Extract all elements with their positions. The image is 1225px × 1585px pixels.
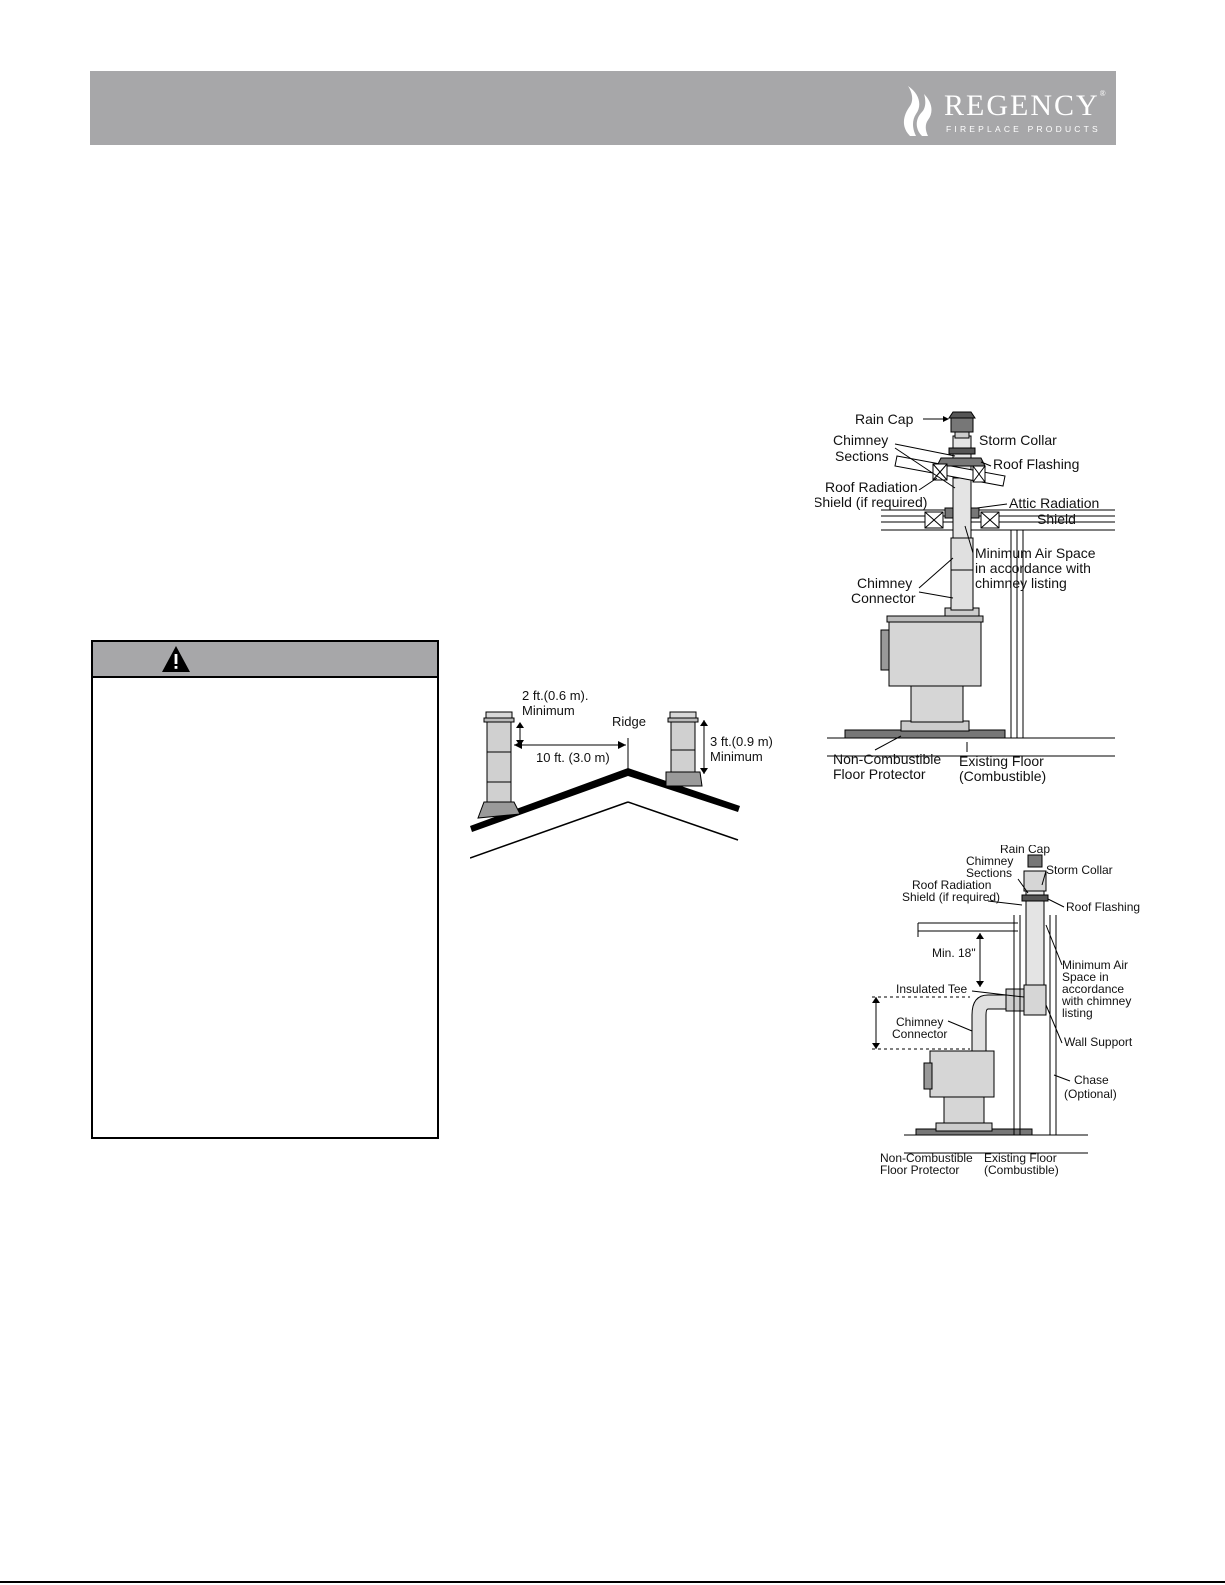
attic-connector-label-1: Chimney [857,575,912,591]
chase-roof-shield-label-2: Shield (if required) [902,890,1000,904]
attic-air-space-label-1: Minimum Air Space [975,545,1096,561]
right-clearance-note: Minimum [710,749,763,764]
chase-connector-label-2: Connector [892,1027,947,1041]
header-band [90,71,1116,145]
chase-sections-label-1: Chimney [966,854,1013,868]
attic-chimney-sections-label-2: Sections [835,448,889,464]
chase-insulated-tee-label: Insulated Tee [896,982,967,996]
attic-radiation-shield-label-2: Shield [1037,511,1076,527]
wood-stove [880,607,984,732]
chase-air-space-label-5: listing [1062,1006,1093,1020]
attic-existing-floor-label-1: Existing Floor [959,753,1044,769]
warning-box [91,640,439,1139]
attic-existing-floor-label-2: (Combustible) [959,768,1046,784]
attic-floor-protector-label-2: Floor Protector [833,766,926,782]
chase-floor-protector-label-1: Non-Combustible [880,1151,973,1165]
warning-header [93,642,437,678]
chase-chase-label-2: (Optional) [1064,1087,1117,1101]
chase-existing-floor-label-1: Existing Floor [984,1151,1057,1165]
chase-chase-label-1: Chase [1074,1073,1109,1087]
attic-radiation-shield-label-1: Attic Radiation [1009,495,1099,511]
chase-connector-label-1: Chimney [896,1015,943,1029]
warning-triangle-icon [162,646,190,672]
chase-storm-collar-label: Storm Collar [1046,863,1113,877]
chase-air-space-label-1: Minimum Air [1062,958,1128,972]
ridge-label: Ridge [612,714,646,729]
ridge-clearance-diagram: 2 ft.(0.6 m). Minimum Ridge 10 ft. (3.0 … [470,690,773,859]
chase-air-space-label-2: Space in [1062,970,1109,984]
chase-installation-diagram: Rain Cap Chimney Sections Storm Collar R… [872,845,1140,1177]
chase-min-18-label: Min. 18" [932,946,976,960]
bottom-rule [0,1581,1225,1583]
chase-air-space-label-4: with chimney [1061,994,1131,1008]
chase-air-space-label-3: accordance [1062,982,1124,996]
chase-wood-stove [923,1050,995,1132]
left-clearance-note: Minimum [522,703,575,718]
attic-air-space-label-2: in accordance with [975,560,1091,576]
attic-installation-diagram: Rain Cap Chimney Sections Storm Collar R… [815,411,1115,784]
flame-logo-icon [903,86,932,136]
chase-sections-label-2: Sections [966,866,1012,880]
attic-storm-collar-label: Storm Collar [979,432,1057,448]
attic-roof-shield-label-2: Shield (if required) [815,494,927,510]
chase-wall-support-label: Wall Support [1064,1035,1133,1049]
horizontal-distance-label: 10 ft. (3.0 m) [536,750,610,765]
brand-name: REGENCY® [944,89,1108,122]
chase-roof-flashing-label: Roof Flashing [1066,900,1140,914]
attic-roof-shield-label-1: Roof Radiation [825,479,918,495]
chase-rain-cap-label: Rain Cap [1000,845,1050,856]
right-chimney [665,711,703,787]
chase-floor-protector-label-2: Floor Protector [880,1163,959,1177]
attic-roof-flashing-label: Roof Flashing [993,456,1079,472]
attic-air-space-label-3: chimney listing [975,575,1067,591]
attic-floor-protector-label-1: Non-Combustible [833,751,941,767]
chase-existing-floor-label-2: (Combustible) [984,1163,1059,1177]
left-chimney [477,711,521,819]
attic-connector-label-2: Connector [851,590,916,606]
chase-roof-shield-label-1: Roof Radiation [912,878,991,892]
regency-logo: REGENCY® FIREPLACE PRODUCTS [898,84,1108,140]
attic-chimney-sections-label-1: Chimney [833,432,888,448]
left-clearance-label: 2 ft.(0.6 m). [522,690,588,703]
attic-rain-cap-label: Rain Cap [855,411,914,427]
brand-tagline: FIREPLACE PRODUCTS [946,124,1101,134]
right-clearance-label: 3 ft.(0.9 m) [710,734,773,749]
